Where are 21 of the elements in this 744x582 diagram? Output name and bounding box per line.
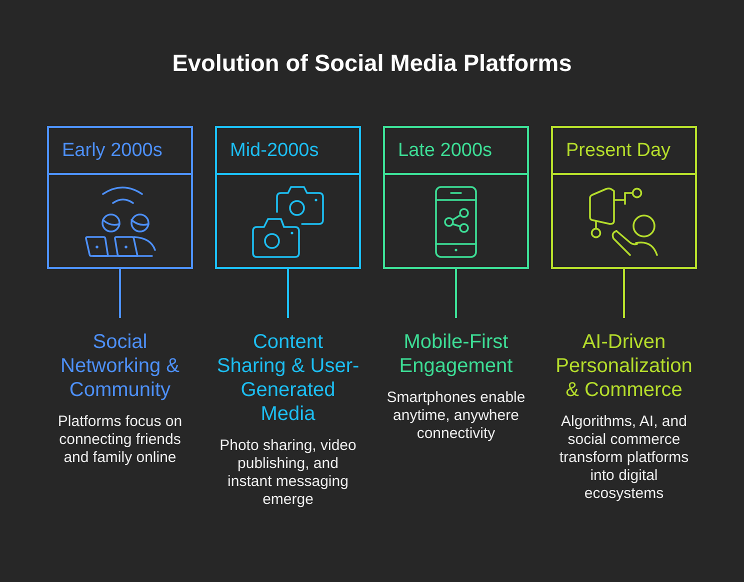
stage-description: Photo sharing, video publishing, and instant messaging emerge — [218, 437, 358, 509]
period-card — [551, 126, 697, 269]
connector-line — [455, 269, 457, 318]
stage-description: Smartphones enable anytime, anywhere connectivity — [386, 389, 526, 443]
period-card — [383, 126, 529, 269]
connector-line — [623, 269, 625, 318]
stage-description: Platforms focus on connecting friends and family online — [56, 413, 184, 467]
stage-description: Algorithms, AI, and social commerce transform platforms into digital ecosystems — [558, 413, 690, 503]
period-card — [47, 126, 193, 269]
period-label: Mid-2000s — [230, 140, 319, 162]
connector-line — [287, 269, 289, 318]
period-label: Late 2000s — [398, 140, 492, 162]
stage-title: Content Sharing & User-Generated Media — [216, 330, 360, 426]
diagram-title: Evolution of Social Media Platforms — [172, 49, 572, 78]
period-label: Present Day — [566, 140, 671, 162]
stage-title: Mobile-First Engagement — [398, 330, 514, 378]
stage-title: Social Networking & Community — [60, 330, 180, 402]
period-card — [215, 126, 361, 269]
period-label: Early 2000s — [62, 140, 162, 162]
connector-line — [119, 269, 121, 318]
stage-title: AI-Driven Personalization & Commerce — [554, 330, 694, 402]
